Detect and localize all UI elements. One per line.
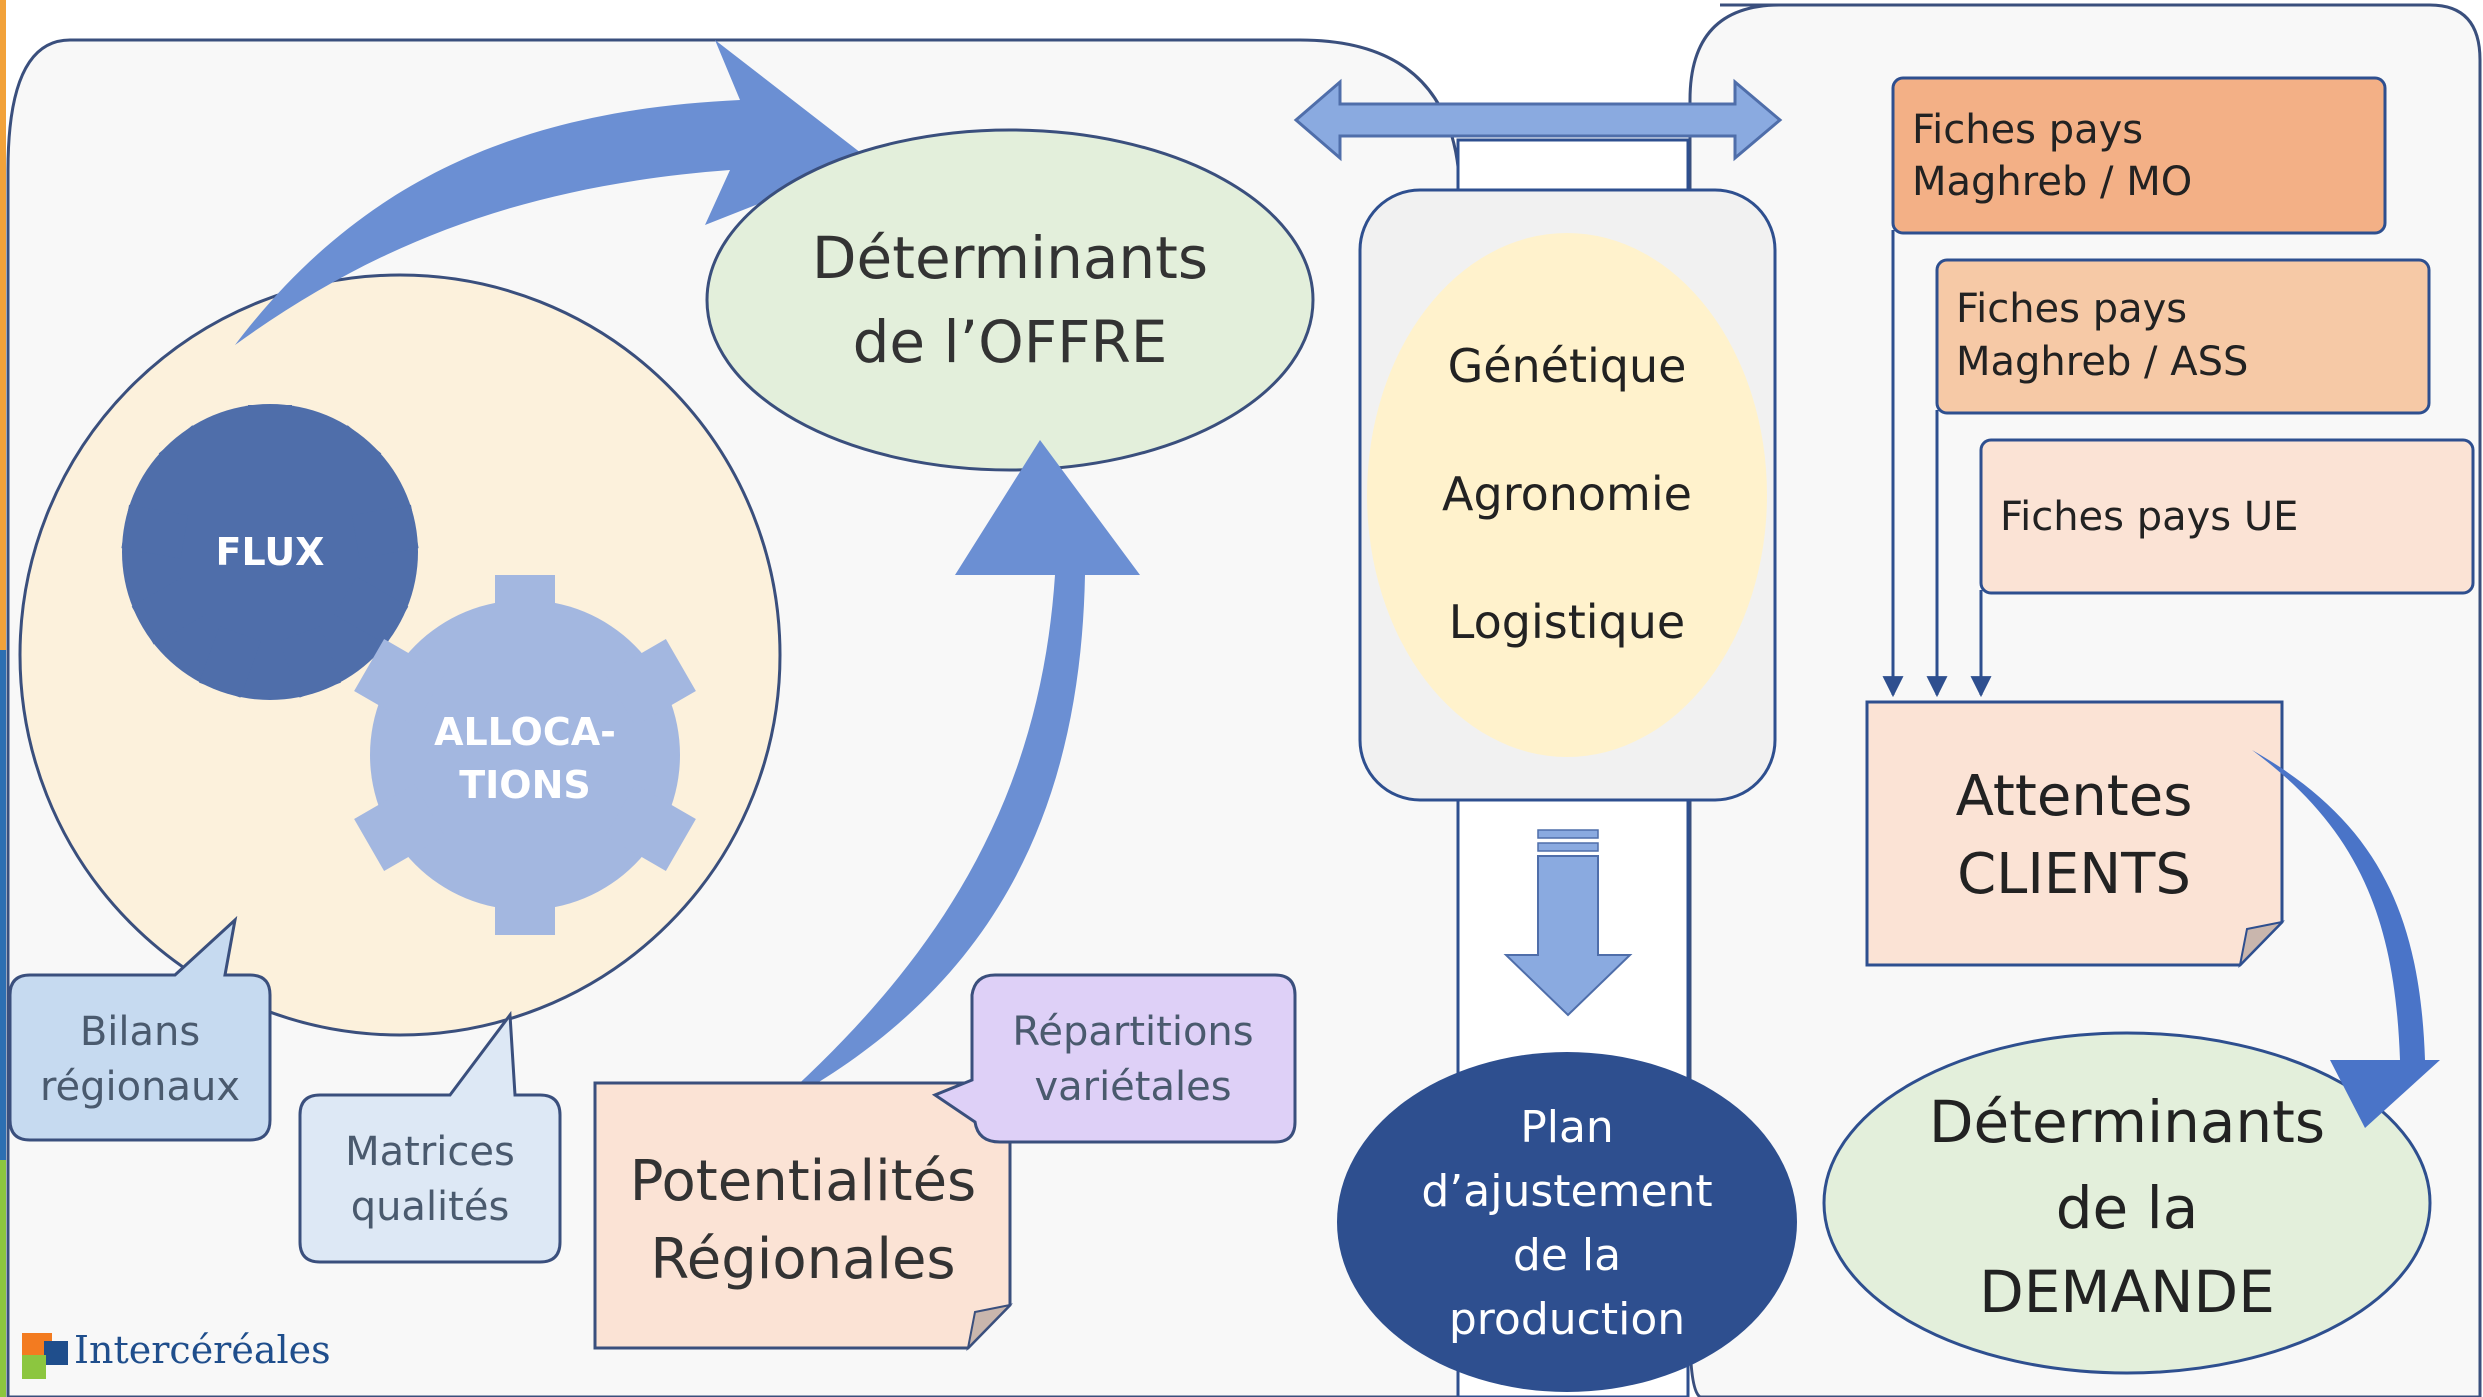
- repartitions-label-1: Répartitions: [1012, 1009, 1253, 1055]
- offre-ellipse: [705, 128, 1315, 472]
- potentialites-label-2: Régionales: [650, 1227, 955, 1292]
- potentialites-note-fold: [966, 1303, 1013, 1352]
- fiches-ue-box: [1979, 438, 2475, 595]
- fiches-ue-label: Fiches pays UE: [2000, 494, 2298, 540]
- fiches-mo-box: [1891, 76, 2387, 235]
- center-agronomie: Agronomie: [1442, 467, 1692, 521]
- gear-allocations: [354, 575, 696, 935]
- fiches-ass-box: [1935, 258, 2431, 415]
- fiches-mo-label-1: Fiches pays: [1912, 107, 2143, 153]
- demande-ellipse: [1822, 1031, 2432, 1375]
- demande-label-2: de la: [2056, 1174, 2199, 1242]
- potentialites-label-1: Potentialités: [630, 1149, 976, 1214]
- center-genetique: Génétique: [1448, 339, 1687, 393]
- logo-icon: [22, 1333, 68, 1379]
- potentialites-note: [593, 1081, 1012, 1350]
- plan-ellipse: [1337, 1052, 1797, 1392]
- fiches-ass-label-1: Fiches pays: [1956, 286, 2187, 332]
- attentes-note: [1865, 700, 2284, 967]
- arrow-attentes-to-demande: [2252, 750, 2440, 1128]
- plan-label-3: de la: [1513, 1230, 1621, 1281]
- repartitions-label-2: variétales: [1034, 1064, 1231, 1110]
- bilans-label-1: Bilans: [80, 1009, 200, 1055]
- plan-label-1: Plan: [1520, 1102, 1614, 1153]
- gear-flux-label: FLUX: [216, 530, 325, 574]
- center-logistique: Logistique: [1449, 595, 1685, 649]
- matrices-label-1: Matrices: [345, 1129, 515, 1175]
- repartitions-callout: [931, 973, 1297, 1144]
- gear-flux: [121, 404, 419, 700]
- gear-allocations-label-1: ALLOCA-: [434, 710, 616, 754]
- attentes-note-fold: [2238, 920, 2285, 969]
- logo-text: Intercéréales: [74, 1328, 331, 1372]
- down-arrow: [1503, 829, 1633, 1017]
- plan-label-4: production: [1449, 1294, 1685, 1345]
- demande-label-1: Déterminants: [1929, 1088, 2325, 1156]
- attentes-label-2: CLIENTS: [1957, 842, 2191, 907]
- bilans-callout: [8, 915, 272, 1142]
- fiches-mo-label-2: Maghreb / MO: [1912, 159, 2192, 205]
- arrow-flux-to-offre: [235, 40, 870, 345]
- fiches-ass-label-2: Maghreb / ASS: [1956, 339, 2248, 385]
- offre-label-1: Déterminants: [812, 224, 1208, 292]
- edge-stripe-green: [0, 1160, 6, 1397]
- gear-allocations-label-2: TIONS: [459, 763, 591, 807]
- bilans-label-2: régionaux: [40, 1064, 240, 1110]
- center-ellipse: [1367, 233, 1767, 757]
- matrices-label-2: qualités: [351, 1184, 510, 1230]
- edge-stripe-blue: [0, 650, 6, 1160]
- plan-label-2: d’ajustement: [1421, 1166, 1712, 1217]
- offre-label-2: de l’OFFRE: [853, 308, 1168, 376]
- double-arrow: [1293, 78, 1783, 162]
- matrices-callout: [298, 1010, 562, 1264]
- demande-label-3: DEMANDE: [1979, 1258, 2275, 1326]
- edge-stripe-orange: [0, 0, 6, 650]
- attentes-label-1: Attentes: [1956, 764, 2193, 829]
